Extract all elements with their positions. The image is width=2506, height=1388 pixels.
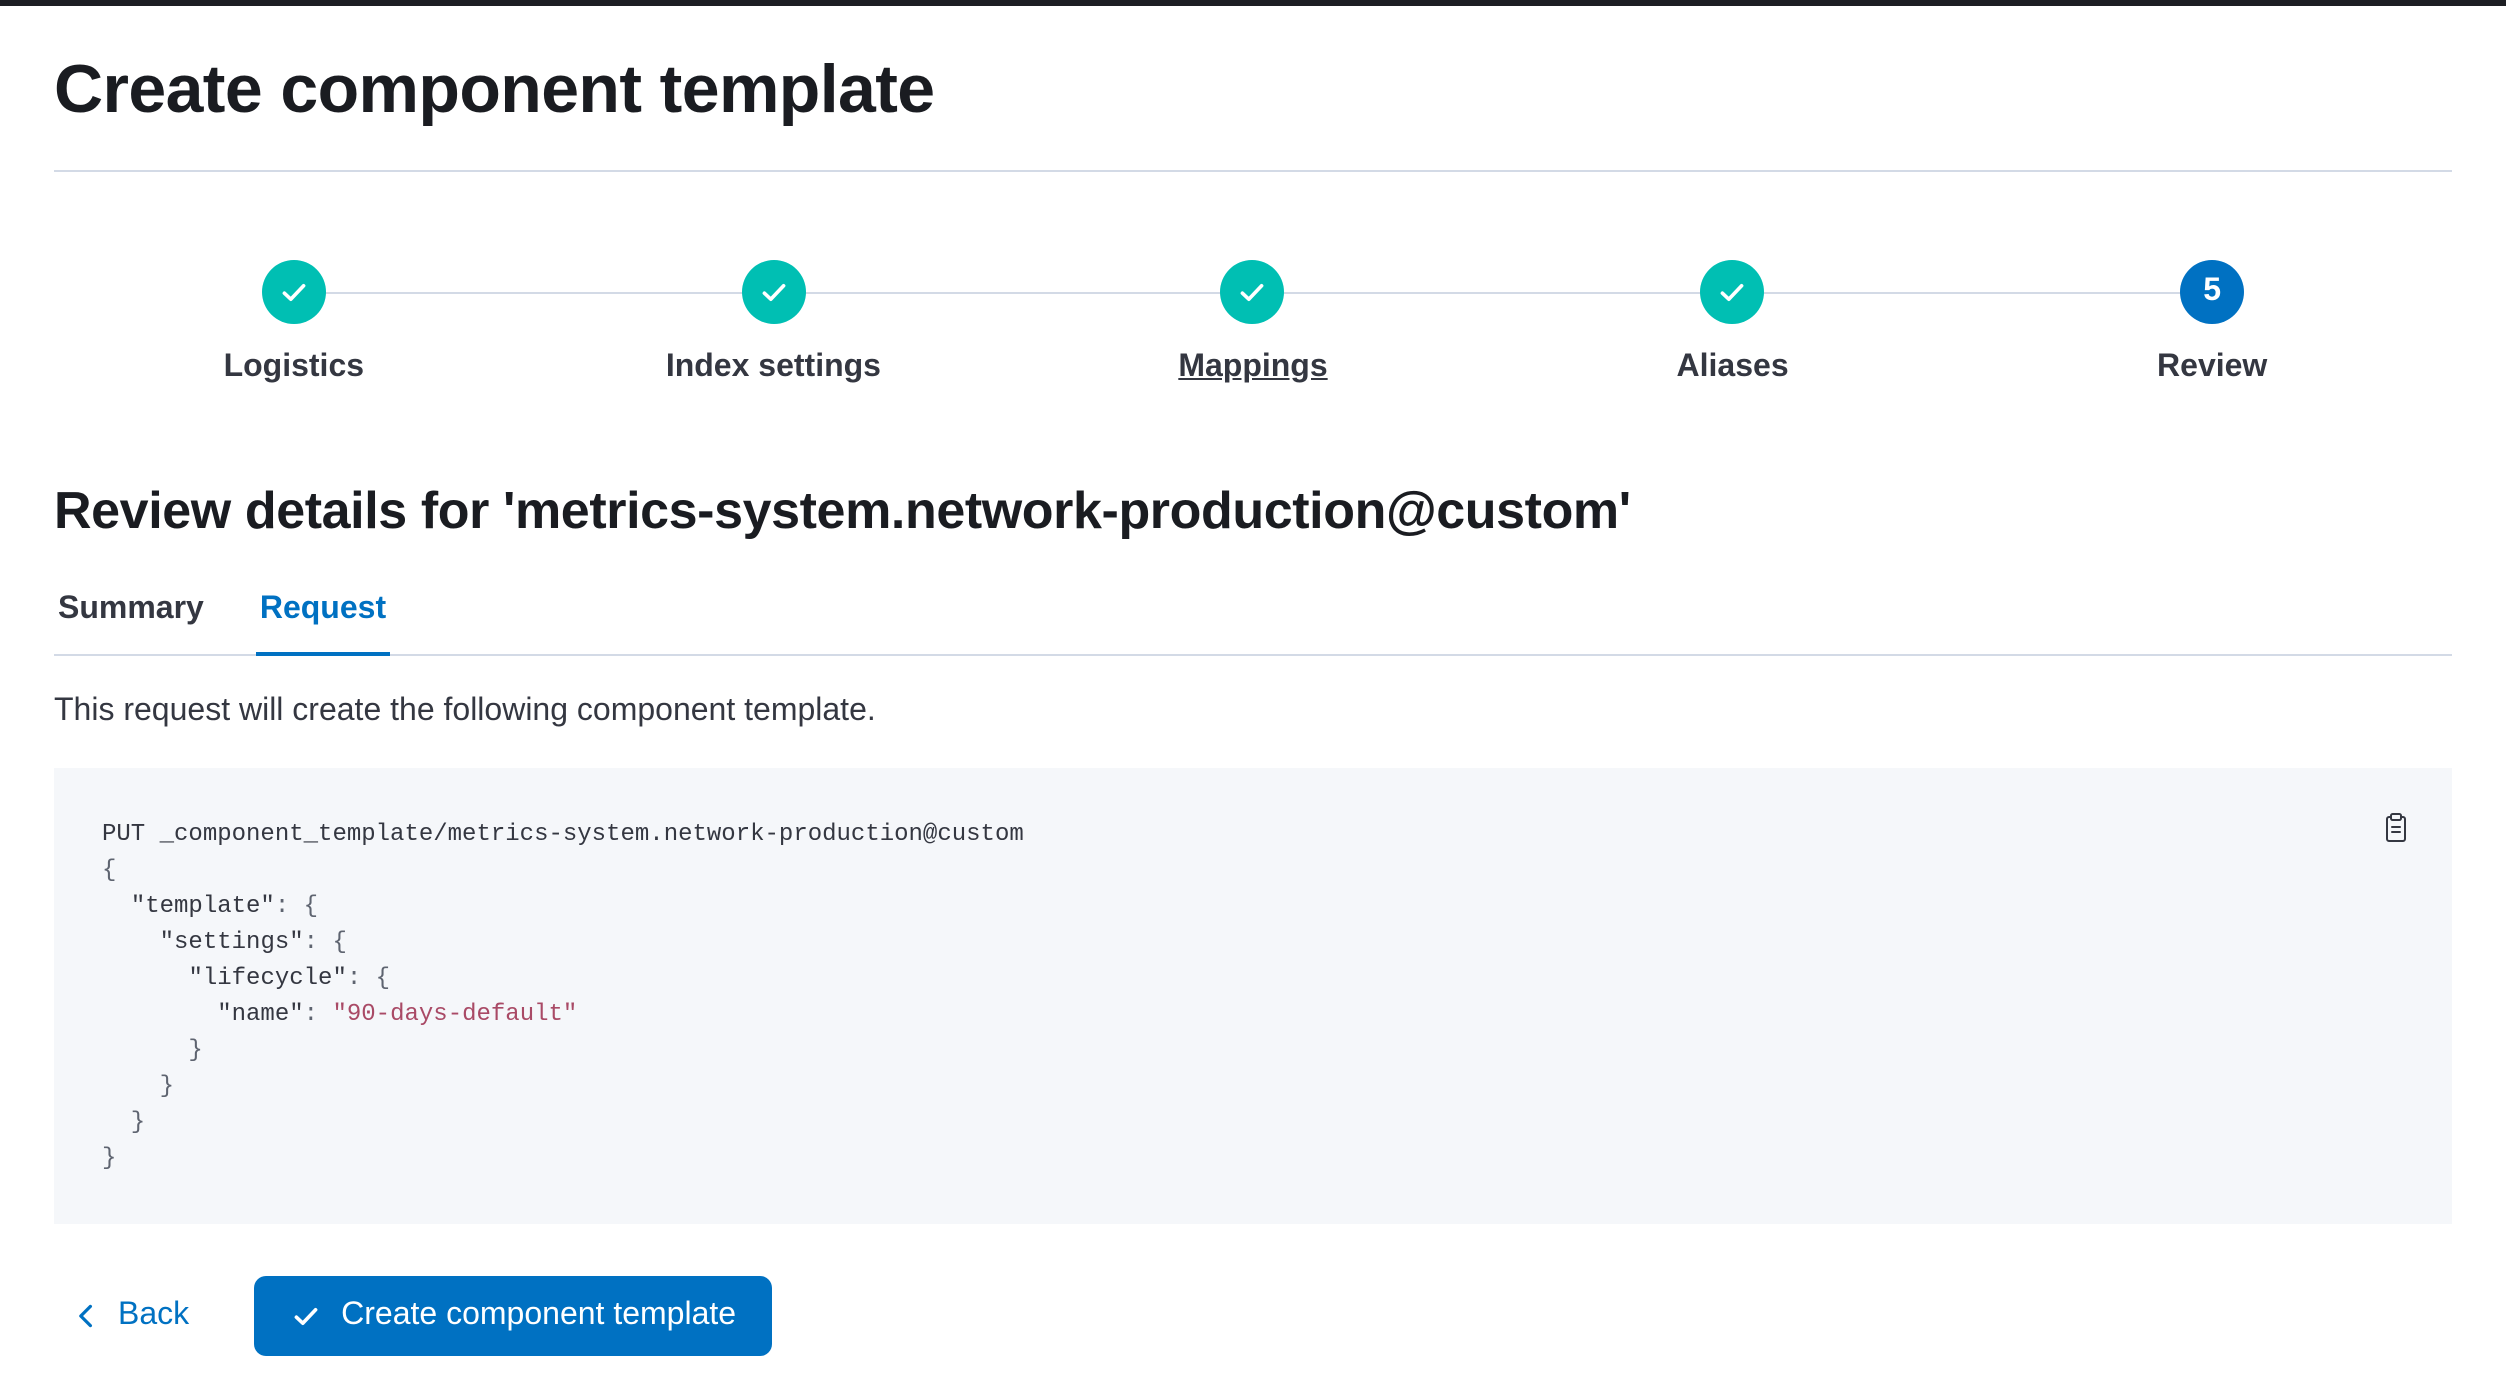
code-line: { xyxy=(102,856,117,884)
request-code-block: PUT _component_template/metrics-system.n… xyxy=(54,768,2452,1224)
request-code: PUT _component_template/metrics-system.n… xyxy=(102,816,2404,1176)
title-divider xyxy=(54,170,2452,172)
check-icon xyxy=(1241,284,1265,301)
window-top-edge xyxy=(0,0,2506,6)
chevron-left-icon xyxy=(70,1300,102,1332)
stepper-step-logistics[interactable]: Logistics xyxy=(54,260,534,392)
step-complete-circle xyxy=(1220,260,1285,324)
request-description: This request will create the following c… xyxy=(54,694,876,728)
step-complete-circle xyxy=(1700,260,1765,324)
step-label: Index settings xyxy=(665,350,881,384)
step-label: Logistics xyxy=(223,350,365,384)
stepper-step-aliases[interactable]: Aliases xyxy=(1493,260,1973,392)
stepper-step-mappings[interactable]: Mappings xyxy=(1013,260,1493,392)
back-button-label: Back xyxy=(118,1298,190,1332)
code-line: "lifecycle": { xyxy=(188,964,391,992)
step-complete-circle xyxy=(741,260,806,324)
tab-request[interactable]: Request xyxy=(255,592,391,656)
code-line: } xyxy=(102,1108,146,1136)
review-heading: Review details for 'metrics-system.netwo… xyxy=(54,480,1631,540)
wizard-footer: Back Create component template xyxy=(54,1276,2452,1356)
code-line: } xyxy=(102,1036,203,1064)
review-tabs: Summary Request xyxy=(54,592,2452,656)
copy-clipboard-icon[interactable] xyxy=(2376,808,2416,848)
code-line: "name": "90-days-default" xyxy=(217,1000,578,1028)
step-current-circle: 5 xyxy=(2180,260,2245,324)
check-icon xyxy=(282,284,306,301)
step-complete-circle xyxy=(261,260,326,324)
code-line: } xyxy=(102,1144,117,1172)
stepper-step-index-settings[interactable]: Index settings xyxy=(534,260,1014,392)
code-line: "template": { xyxy=(130,892,319,920)
check-icon xyxy=(1721,284,1744,301)
create-component-template-label: Create component template xyxy=(341,1298,737,1332)
step-label: Review xyxy=(2157,350,2268,384)
code-line: } xyxy=(102,1072,175,1100)
step-label: Aliases xyxy=(1676,350,1789,384)
back-button[interactable]: Back xyxy=(54,1298,189,1334)
code-line: PUT _component_template/metrics-system.n… xyxy=(102,820,1024,848)
step-label: Mappings xyxy=(1178,350,1328,384)
create-component-template-button[interactable]: Create component template xyxy=(253,1276,773,1356)
check-icon xyxy=(289,1300,321,1332)
page-title: Create component template xyxy=(54,52,935,128)
tab-summary[interactable]: Summary xyxy=(54,592,208,656)
check-icon xyxy=(761,284,785,301)
page-content: Create component template Logistics Index… xyxy=(0,46,2506,1356)
code-line: "settings": { xyxy=(159,928,347,956)
